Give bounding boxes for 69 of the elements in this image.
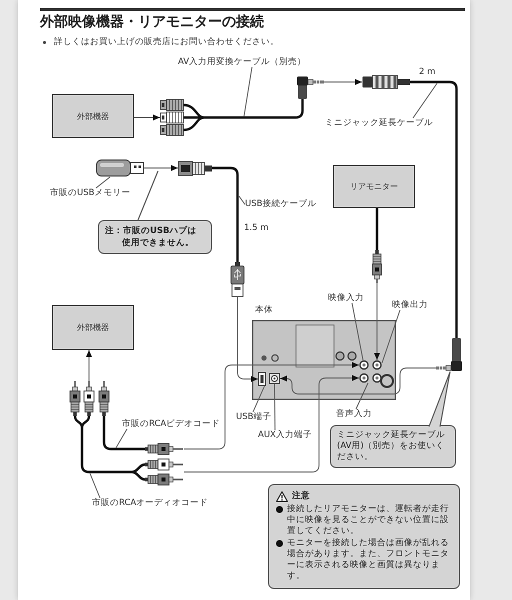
rca-jack-icon [359, 360, 369, 370]
cable-length: 1.5 m [243, 223, 270, 233]
callout-bubble: 注：市販のUSBハブは使用できません。 [98, 220, 212, 254]
page-title: 外部映像機器・リアモニターの接続 [40, 13, 264, 31]
leader-line [252, 386, 265, 412]
usb-socket-icon [178, 160, 212, 176]
leader-line [274, 384, 276, 430]
leader-line [96, 176, 110, 188]
device-box: 外部機器 [52, 94, 134, 138]
leader-line [238, 196, 246, 205]
leader-line [138, 170, 158, 220]
leader-line [244, 66, 252, 117]
usb-plug-icon [230, 262, 245, 297]
cable [102, 421, 145, 450]
part-label: ミニジャック延長ケーブル [325, 118, 433, 128]
part-label: 映像入力 [328, 293, 364, 303]
cable [410, 80, 458, 338]
part-label: 市販のRCAオーディオコード [92, 498, 208, 508]
callout-pointer [428, 371, 451, 428]
leader-line [116, 428, 128, 448]
part-label: 映像出力 [392, 300, 428, 310]
caution-box [268, 484, 460, 589]
monitor-box: リアモニター [333, 165, 415, 208]
part-label: 市販のRCAビデオコード [122, 419, 220, 429]
caution-note: モニターを接続した場合は画像が乱れる場合があります。また、フロントモニターに表示される映像と画質は異なります。 [287, 538, 450, 582]
cable-length: 2 m [418, 67, 436, 77]
note-text: 詳しくはお買い上げの販売店にお問い合わせください。 [54, 37, 279, 47]
part-label: AV入力用変換ケーブル（別売） [178, 57, 306, 67]
rca-jack-pair-icon [359, 373, 382, 383]
arrow [144, 165, 178, 171]
rca-plug-icon [372, 250, 382, 283]
caution-note: 接続したリアモニターは、運転者が走行中に映像を見ることができない位置に設置してください。 [287, 504, 450, 537]
unit-label: 本体 [255, 305, 273, 316]
mini-plug-icon [296, 75, 324, 99]
device-box: 外部機器 [52, 305, 134, 350]
arrow [134, 114, 160, 120]
part-label: AUX入力端子 [258, 430, 312, 440]
rca-plug-icon [98, 381, 110, 421]
rca-jack-icon [372, 360, 382, 370]
cable [80, 428, 132, 474]
mini-jack-socket-icon [362, 75, 410, 89]
leader-line [352, 302, 364, 360]
leader-line [356, 382, 368, 410]
cable [376, 208, 378, 250]
rca-socket-harness-icon [160, 99, 204, 136]
mini-plug-icon [436, 338, 462, 372]
arrow [184, 362, 360, 450]
rca-plug-icon [145, 443, 184, 455]
arrow [374, 282, 380, 360]
arrow [237, 296, 258, 382]
usb-stick-icon [96, 159, 144, 177]
part-label: 市販のUSBメモリー [50, 188, 130, 198]
cable [212, 166, 239, 262]
part-label: USB端子 [236, 412, 272, 422]
leader-line [90, 472, 100, 498]
part-label: USB接続ケーブル [245, 199, 316, 209]
rca-plug-pair-icon [132, 458, 184, 486]
leader-line [412, 82, 438, 118]
arrow [280, 368, 436, 394]
cable [204, 99, 304, 119]
caution-heading: 注意 [292, 490, 310, 502]
aux-jack-icon [269, 373, 280, 384]
arrow [86, 350, 92, 382]
rca-plug-pair-icon [68, 381, 96, 428]
arrow [184, 375, 360, 472]
usb-port-icon [258, 372, 266, 386]
arrow [324, 79, 362, 85]
part-label: 音声入力 [336, 409, 372, 419]
leader-line [382, 310, 400, 364]
